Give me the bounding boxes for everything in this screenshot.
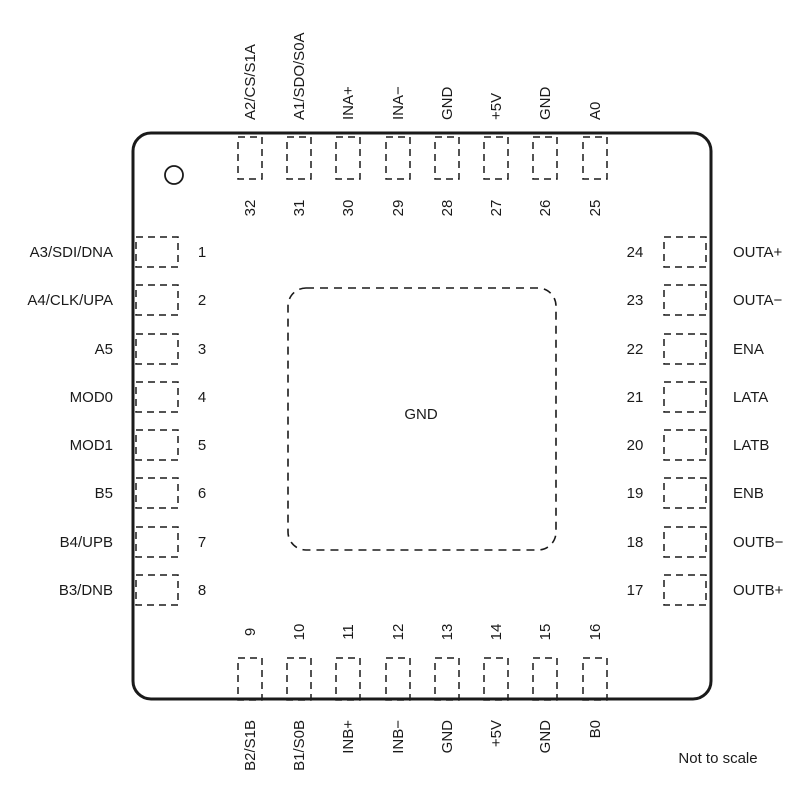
pins-layer: 1A3/SDI/DNA2A4/CLK/UPA3A54MOD05MOD16B57B…	[27, 32, 783, 770]
pin-pad-14	[483, 657, 509, 701]
pin1-indicator	[164, 165, 184, 185]
pin-number-24: 24	[627, 244, 644, 261]
pin-pad-10	[286, 657, 312, 701]
pin-label-4: MOD0	[70, 389, 113, 406]
pin-label-12: INB−	[390, 720, 407, 754]
pin-label-5: MOD1	[70, 437, 113, 454]
pin-number-4: 4	[198, 389, 206, 406]
thermal-pad-label: GND	[404, 406, 438, 423]
pin-label-22: ENA	[733, 341, 764, 358]
pin-label-29: INA−	[390, 86, 407, 120]
pin-label-7: B4/UPB	[60, 534, 113, 551]
pin-number-5: 5	[198, 437, 206, 454]
pin-pad-12	[385, 657, 411, 701]
pin-number-3: 3	[198, 341, 206, 358]
pin-label-31: A1/SDO/S0A	[291, 32, 308, 120]
pin-number-2: 2	[198, 292, 206, 309]
package-body	[131, 131, 713, 701]
pin-number-12: 12	[390, 624, 407, 641]
pin-number-10: 10	[291, 624, 308, 641]
pin-number-9: 9	[242, 628, 259, 636]
pin-label-3: A5	[95, 341, 113, 358]
pin-pad-31	[286, 136, 312, 180]
pin-pad-15	[532, 657, 558, 701]
pin-label-16: B0	[587, 720, 604, 738]
pin-number-22: 22	[627, 341, 644, 358]
pin-label-28: GND	[439, 87, 456, 121]
pin-pad-9	[237, 657, 263, 701]
pin-number-7: 7	[198, 534, 206, 551]
pin-label-9: B2/S1B	[242, 720, 259, 771]
pin-number-29: 29	[390, 200, 407, 217]
pin-label-11: INB+	[340, 720, 357, 754]
pin-label-23: OUTA−	[733, 292, 783, 309]
pin-label-26: GND	[537, 87, 554, 121]
pin-pad-30	[335, 136, 361, 180]
pin-number-25: 25	[587, 200, 604, 217]
pin-number-16: 16	[587, 624, 604, 641]
exposed-thermal-pad	[287, 287, 557, 551]
not-to-scale-note: Not to scale	[678, 750, 757, 767]
pin-label-25: A0	[587, 102, 604, 120]
pin-label-32: A2/CS/S1A	[242, 44, 259, 120]
pin-label-20: LATB	[733, 437, 769, 454]
pin-number-11: 11	[340, 624, 357, 640]
pin-label-6: B5	[95, 485, 113, 502]
pin-number-31: 31	[291, 200, 308, 217]
pin-label-30: INA+	[340, 86, 357, 120]
pin-pad-32	[237, 136, 263, 180]
pin-pad-28	[434, 136, 460, 180]
pin-label-21: LATA	[733, 389, 768, 406]
pin-label-13: GND	[439, 720, 456, 754]
pin-label-17: OUTB+	[733, 582, 784, 599]
pin-number-14: 14	[488, 624, 505, 641]
pin-label-2: A4/CLK/UPA	[27, 292, 113, 309]
pin-label-10: B1/S0B	[291, 720, 308, 771]
pin-pad-29	[385, 136, 411, 180]
pin-label-19: ENB	[733, 485, 764, 502]
pin-label-14: +5V	[488, 720, 505, 747]
pin-number-20: 20	[627, 437, 644, 454]
pin-label-15: GND	[537, 720, 554, 754]
pin-pad-27	[483, 136, 509, 180]
pin-number-30: 30	[340, 200, 357, 217]
pin-pad-26	[532, 136, 558, 180]
pin-number-32: 32	[242, 200, 259, 217]
pin-number-21: 21	[627, 389, 644, 406]
pin-number-17: 17	[627, 582, 644, 599]
pin-number-1: 1	[198, 244, 206, 261]
pin-number-6: 6	[198, 485, 206, 502]
pin-number-28: 28	[439, 200, 456, 217]
pin-label-24: OUTA+	[733, 244, 783, 261]
pin-number-8: 8	[198, 582, 206, 599]
pin-number-15: 15	[537, 624, 554, 641]
pin-number-18: 18	[627, 534, 644, 551]
pin-number-23: 23	[627, 292, 644, 309]
pin-label-8: B3/DNB	[59, 582, 113, 599]
pin-pad-13	[434, 657, 460, 701]
pin-number-27: 27	[488, 200, 505, 217]
pin-number-13: 13	[439, 624, 456, 641]
pin-label-1: A3/SDI/DNA	[30, 244, 113, 261]
pin-pad-16	[582, 657, 608, 701]
pin-number-19: 19	[627, 485, 644, 502]
pin-label-18: OUTB−	[733, 534, 784, 551]
pin-number-26: 26	[537, 200, 554, 217]
pin-label-27: +5V	[488, 93, 505, 120]
pin-pad-11	[335, 657, 361, 701]
pin-pad-25	[582, 136, 608, 180]
